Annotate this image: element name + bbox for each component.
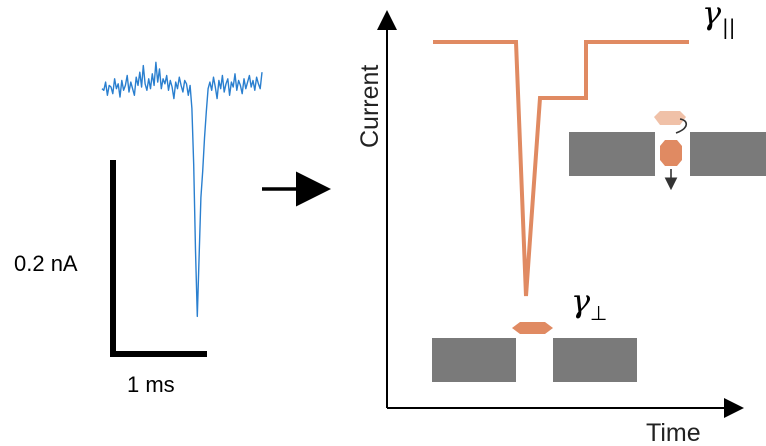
perpendicular-translocation: γ ⊥ (432, 282, 637, 382)
particle-perpendicular (512, 322, 553, 334)
gamma-perp-subscript: ⊥ (590, 301, 607, 325)
schematic-panel: Current Time γ ⊥ γ || (356, 0, 766, 446)
particle-parallel (660, 140, 682, 166)
gamma-par-symbol: γ (702, 0, 722, 32)
x-axis-label: Time (646, 419, 701, 446)
membrane-right-bottom (553, 338, 637, 382)
gamma-par-subscript: || (722, 15, 735, 39)
parallel-translocation: γ || (569, 0, 766, 191)
membrane-left-top (569, 132, 655, 176)
membrane-left-bottom (432, 338, 516, 382)
particle-parallel-ghost (654, 111, 686, 125)
y-axis-label: Current (356, 65, 384, 148)
scale-bar-time-label: 1 ms (127, 372, 175, 397)
membrane-right-top (690, 132, 766, 176)
rotation-arrow (675, 118, 688, 134)
scale-bar-current-label: 0.2 nA (14, 251, 78, 276)
schematic-current-trace (433, 40, 689, 297)
current-trace (101, 61, 263, 318)
gamma-perp-symbol: γ (571, 282, 591, 320)
recorded-trace-panel: 0.2 nA 1 ms (14, 61, 263, 397)
